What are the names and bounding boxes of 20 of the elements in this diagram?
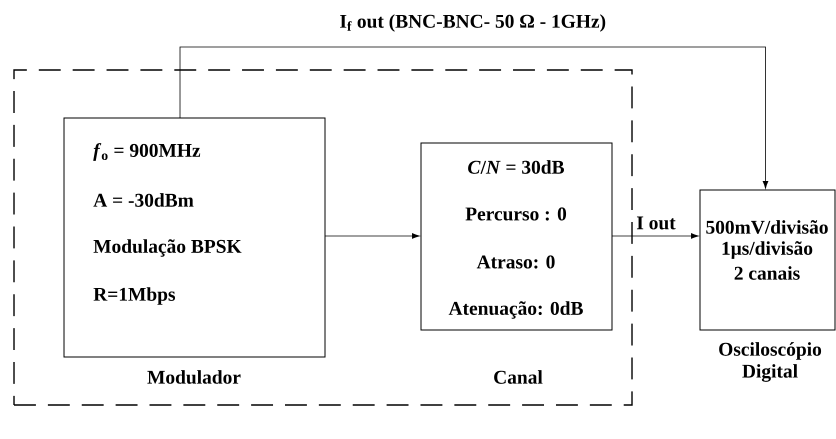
box-text: Atraso: 0 [476,255,555,269]
box-text: A = -30dBm [93,193,194,207]
box-text: Modulação BPSK [94,239,242,257]
dashed-enclosure [13,69,633,406]
edge-label: I out [635,216,677,230]
arrow [180,46,768,189]
box-text: R=1Mbps [94,287,176,305]
block-caption: Osciloscópio Digital [719,342,822,382]
arrow [612,233,699,239]
box-text: f$_{o}$ = 900MHz [93,143,200,161]
box-text: 1μs/divisão [722,241,812,259]
arrow [324,233,420,239]
box-text: 2 canais [734,266,800,280]
block-caption: Modulador [147,370,241,384]
block-caption: Canal [494,370,542,384]
box-text: 500mV/divisão [706,220,828,234]
edge-label: I$_{f}$ out (BNC-BNC- 50 Ω - 1GHz) [338,13,608,33]
box-text: Percurso : 0 [466,207,566,221]
box-text: Atenuação: 0dB [448,301,583,319]
box-text: C/N = 30dB [468,160,564,174]
